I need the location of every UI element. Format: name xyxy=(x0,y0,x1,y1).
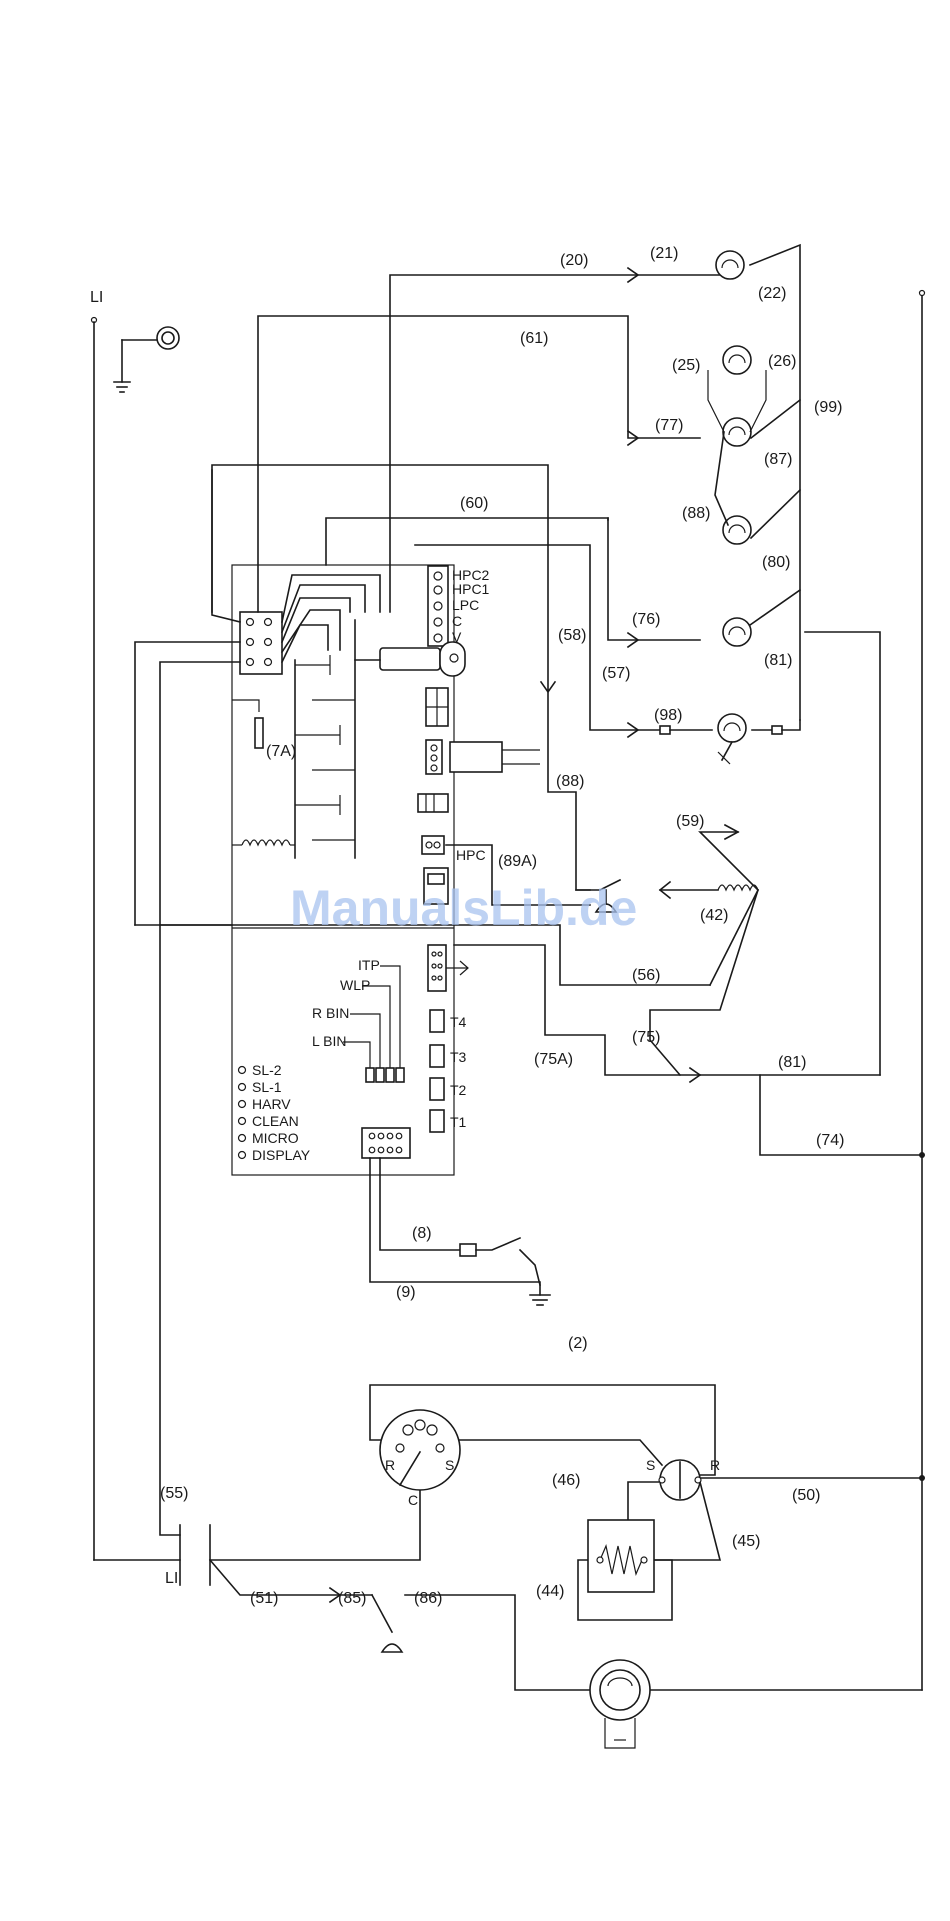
wire-label-56: (56) xyxy=(632,967,660,984)
wlp-label: WLP xyxy=(340,977,370,993)
watermark-logo: ManualsLib.de xyxy=(290,880,637,936)
hpc-label: HPC xyxy=(456,847,486,863)
fan-motor xyxy=(589,1659,651,1749)
wire-label-74: (74) xyxy=(816,1132,844,1149)
wire-label-88a: (88) xyxy=(682,505,710,522)
led-display-label: DISPLAY xyxy=(252,1147,311,1163)
l1-top-label: LI xyxy=(90,289,103,306)
wire-label-75: (75) xyxy=(632,1029,660,1046)
wire-label-89a: (89A) xyxy=(498,853,537,870)
led-micro-label: MICRO xyxy=(252,1130,299,1146)
r-bin-label: R BIN xyxy=(312,1005,349,1021)
wire-label-59: (59) xyxy=(676,813,704,830)
wire-label-77: (77) xyxy=(655,417,683,434)
overload-protector xyxy=(587,1519,655,1593)
upper-wiring xyxy=(134,243,923,1156)
wire-label-85: (85) xyxy=(338,1590,366,1607)
wire-label-86: (86) xyxy=(414,1590,442,1607)
wire-label-87: (87) xyxy=(764,451,792,468)
led-sl2-label: SL-2 xyxy=(252,1062,282,1078)
wire-label-9: (9) xyxy=(396,1284,416,1301)
wire-label-88b: (88) xyxy=(556,773,584,790)
supply-line-l1: LI xyxy=(90,289,181,1561)
wire-label-76: (76) xyxy=(632,611,660,628)
wire-label-60: (60) xyxy=(460,495,488,512)
wire-label-58: (58) xyxy=(558,627,586,644)
wire-label-2: (2) xyxy=(568,1335,588,1352)
compressor-c-label: C xyxy=(408,1492,418,1508)
wire-label-55: (55) xyxy=(160,1485,188,1502)
led-harv-label: HARV xyxy=(252,1096,291,1112)
wire-label-75a: (75A) xyxy=(534,1051,573,1068)
l1-bottom-label: LI xyxy=(165,1570,178,1587)
supply-line-right xyxy=(918,289,926,1691)
wire-label-20: (20) xyxy=(560,252,588,269)
hpc1-label: HPC1 xyxy=(452,581,490,597)
t1-label: T1 xyxy=(450,1114,467,1130)
wire-label-57: (57) xyxy=(602,665,630,682)
wire-label-81a: (81) xyxy=(764,652,792,669)
wire-label-7a: (7A) xyxy=(266,743,296,760)
t4-label: T4 xyxy=(450,1014,467,1030)
hpc2-label: HPC2 xyxy=(452,567,490,583)
wire-label-50: (50) xyxy=(792,1487,820,1504)
board-left-terminals xyxy=(239,611,283,675)
wire-label-25: (25) xyxy=(672,357,700,374)
wire-label-44: (44) xyxy=(536,1583,564,1600)
v-label: V xyxy=(452,629,462,645)
relay-s-label: S xyxy=(646,1457,655,1473)
wire-label-61: (61) xyxy=(520,330,548,347)
lower-wiring xyxy=(159,924,923,1691)
compressor-r-label: R xyxy=(385,1457,395,1473)
wire-label-45: (45) xyxy=(732,1533,760,1550)
wire-label-51: (51) xyxy=(250,1590,278,1607)
t3-label: T3 xyxy=(450,1049,467,1065)
wire-label-8: (8) xyxy=(412,1225,432,1242)
wire-label-81b: (81) xyxy=(778,1054,806,1071)
wire-label-22: (22) xyxy=(758,285,786,302)
wire-label-80: (80) xyxy=(762,554,790,571)
compressor-s-label: S xyxy=(445,1457,454,1473)
control-board: HPC T4 T3 T2 T1 ITP WLP R BIN L BIN xyxy=(231,564,540,1176)
wire-labels: (20) (21) (22) (61) (25) (26) (99) (77) … xyxy=(160,245,844,1607)
l-bin-label: L BIN xyxy=(312,1033,347,1049)
wire-label-42: (42) xyxy=(700,907,728,924)
wire-label-46: (46) xyxy=(552,1472,580,1489)
lpc-label: LPC xyxy=(452,597,479,613)
c-label: C xyxy=(452,613,462,629)
upper-components xyxy=(707,250,802,765)
wire-label-99: (99) xyxy=(814,399,842,416)
compressor: R S C xyxy=(379,1409,461,1508)
wire-label-98: (98) xyxy=(654,707,682,724)
itp-label: ITP xyxy=(358,957,380,973)
t2-label: T2 xyxy=(450,1082,467,1098)
relay-r-label: R xyxy=(710,1457,720,1473)
pressure-labels: HPC2 HPC1 LPC C V xyxy=(452,567,490,645)
wire-label-26: (26) xyxy=(768,353,796,370)
led-sl1-label: SL-1 xyxy=(252,1079,282,1095)
wire-label-21: (21) xyxy=(650,245,678,262)
start-relay: S R xyxy=(646,1457,720,1501)
ground-icon xyxy=(113,326,180,393)
led-clean-label: CLEAN xyxy=(252,1113,299,1129)
